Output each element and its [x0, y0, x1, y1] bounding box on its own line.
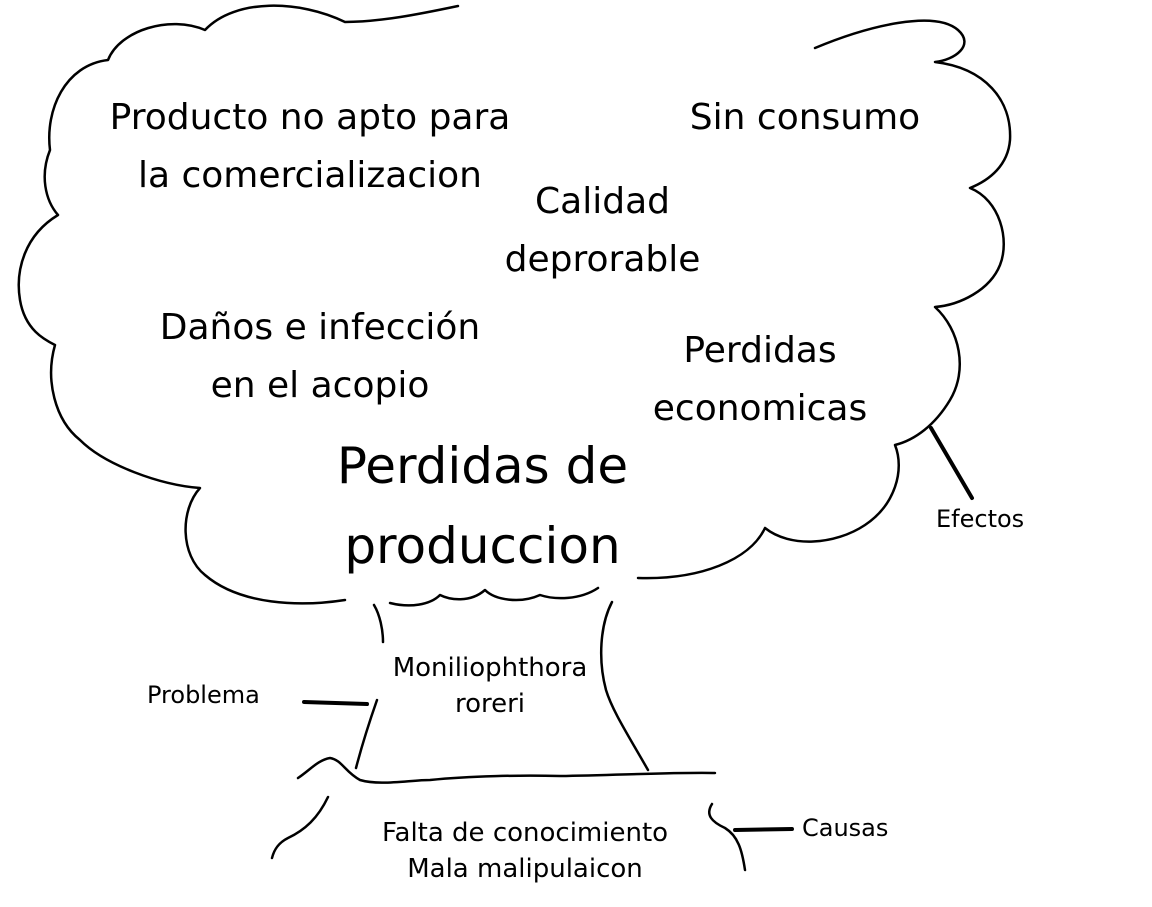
label-efectos: Efectos — [936, 505, 1025, 533]
canopy-outline-right — [636, 19, 1012, 580]
canopy-outline — [17, 4, 460, 605]
label-problema: Problema — [147, 681, 260, 709]
effect-economic-line-1: Perdidas — [683, 330, 837, 371]
problem-line-1: Moniliophthora — [392, 653, 588, 683]
central-line-1: Perdidas de — [336, 437, 629, 495]
cause-line-1: Falta de conocimiento — [381, 818, 669, 848]
ground-line — [296, 756, 717, 784]
effect-storage-damage: Daños e infección en el acopio — [140, 299, 500, 415]
trunk-left-lower — [354, 698, 379, 770]
central-effect-title: Perdidas de produccion — [315, 426, 650, 586]
effect-unfit-line-1: Producto no apto para — [109, 97, 511, 138]
effect-economic-losses: Perdidas economicas — [635, 322, 885, 438]
effect-poor-quality: Calidad deprorable — [490, 173, 715, 289]
root-left — [270, 795, 330, 860]
problem-pointer-line — [302, 700, 369, 706]
effects-pointer-line — [929, 426, 974, 500]
cause-line-2: Mala malipulaicon — [407, 854, 643, 884]
causes-pointer-line — [733, 827, 794, 832]
effect-no-consumption: Sin consumo — [689, 97, 921, 138]
causes-text: Falta de conocimiento Mala malipulaicon — [355, 815, 695, 887]
effect-unfit-line-2: la comercializacion — [137, 155, 482, 196]
effect-damage-line-1: Daños e infección — [159, 307, 481, 348]
label-causas: Causas — [802, 814, 889, 842]
effect-unfit-for-sale: Producto no apto para la comercializacio… — [90, 89, 530, 205]
effect-quality-line-2: deprorable — [504, 239, 701, 280]
root-right — [708, 802, 747, 872]
trunk-left — [372, 603, 385, 644]
central-line-2: produccion — [344, 517, 621, 575]
effect-damage-line-2: en el acopio — [210, 365, 430, 406]
effect-economic-line-2: economicas — [652, 388, 868, 429]
canopy-bottom — [388, 586, 600, 607]
problem-line-2: roreri — [454, 689, 526, 719]
effect-quality-line-1: Calidad — [535, 181, 670, 222]
problem-text: Moniliophthora roreri — [375, 650, 605, 722]
trunk-right — [599, 600, 650, 772]
